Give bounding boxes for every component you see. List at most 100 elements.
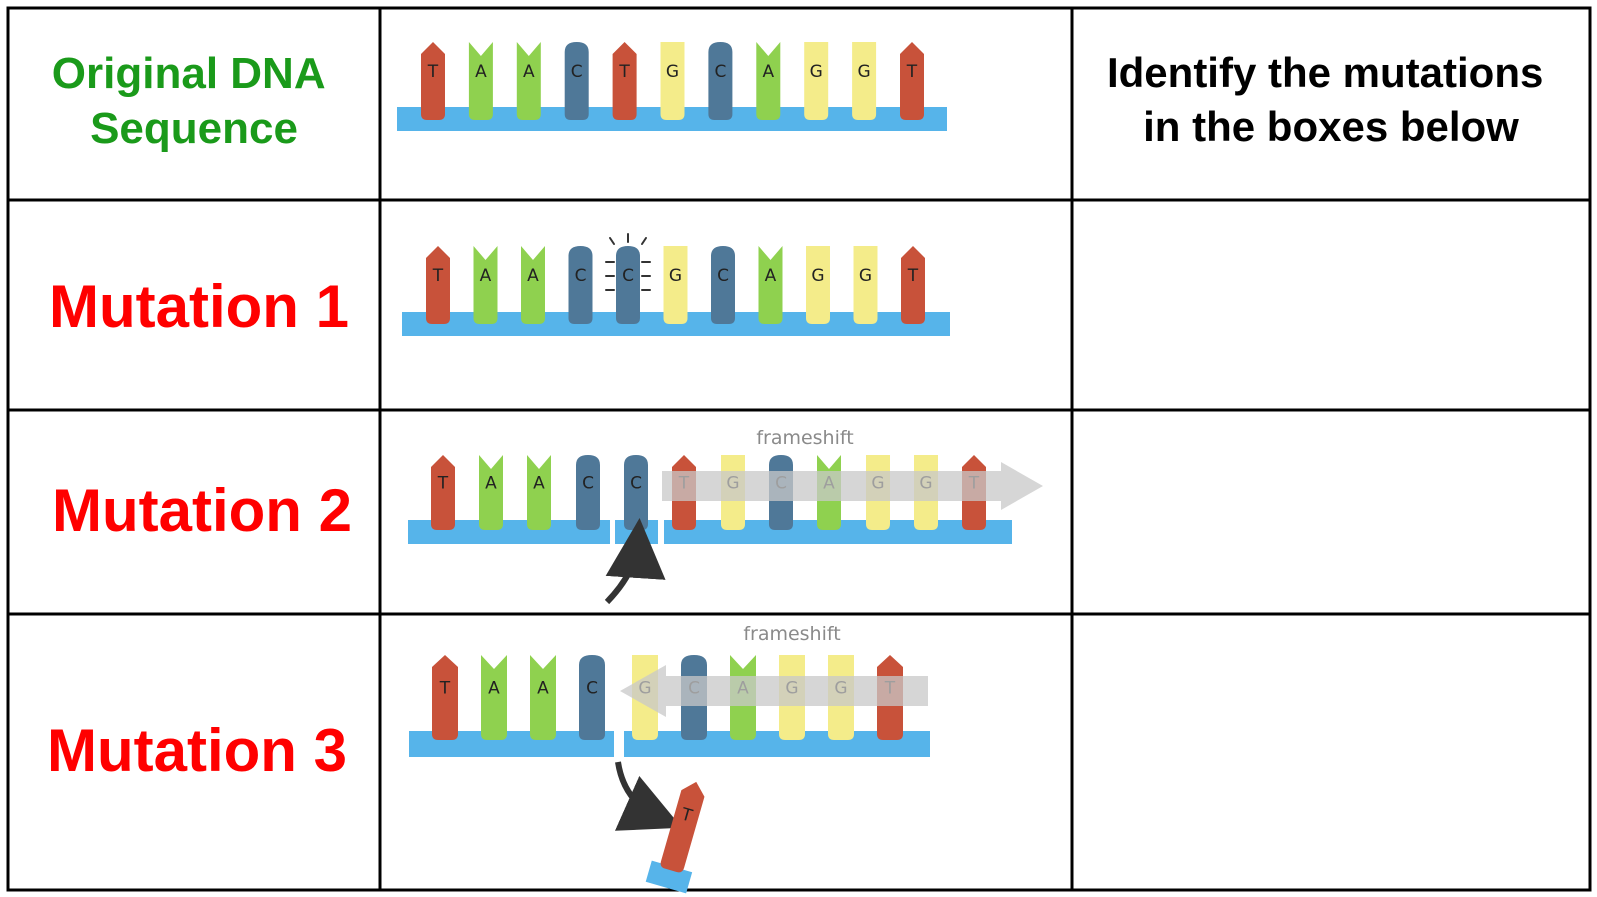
base-T-0: T — [426, 246, 450, 324]
base-letter: A — [475, 62, 487, 82]
base-letter: T — [439, 679, 451, 699]
nucleotide-shape — [758, 246, 783, 324]
nucleotide-shape — [576, 455, 600, 530]
header-label-line-2: Sequence — [90, 104, 298, 153]
nucleotide-shape — [479, 455, 503, 530]
nucleotide-shape — [481, 655, 507, 740]
base-A-2: A — [530, 655, 556, 740]
base-letter: C — [586, 679, 598, 699]
base-A-1: A — [481, 655, 507, 740]
deletion-arrow — [614, 761, 682, 831]
nucleotide-shape — [616, 246, 640, 324]
nucleotide-shape — [432, 655, 458, 740]
nucleotide-shape — [663, 246, 688, 324]
removed-backbone — [645, 860, 693, 894]
base-G-8: G — [806, 246, 830, 324]
base-C-3: C — [576, 455, 600, 530]
base-letter: C — [582, 474, 594, 494]
header-label: Original DNA Sequence — [52, 49, 336, 153]
header-label-line-1: Original DNA — [52, 49, 325, 98]
nucleotide-shape — [579, 655, 605, 740]
table-border — [6, 6, 1592, 892]
base-C-3: C — [564, 42, 589, 120]
base-letter: T — [907, 266, 919, 286]
nucleotide-shape — [521, 246, 545, 324]
base-letter: G — [669, 266, 682, 286]
substitution-highlight-icon — [605, 233, 651, 291]
nucleotide-shape — [624, 455, 648, 530]
mutation-2-label: Mutation 2 — [52, 477, 352, 544]
base-A-7: A — [758, 246, 783, 324]
nucleotide-shape — [568, 246, 593, 324]
base-letter: A — [488, 679, 500, 699]
base-T-10: T — [900, 42, 924, 120]
nucleotide-shape — [901, 246, 925, 324]
base-T-4: T — [612, 42, 637, 120]
base-T-0: T — [431, 455, 455, 530]
frameshift-label-mutation-3: frameshift — [743, 623, 840, 645]
base-C-3: C — [568, 246, 593, 324]
nucleotide-shape — [806, 246, 830, 324]
nucleotide-shape — [426, 246, 450, 324]
nucleotide-shape — [852, 42, 877, 120]
base-letter: T — [618, 62, 630, 82]
nucleotide-shape — [468, 42, 493, 120]
base-A-2: A — [521, 246, 545, 324]
base-letter: T — [432, 266, 444, 286]
base-C-3: C — [579, 655, 605, 740]
base-letter: A — [523, 62, 535, 82]
base-C-6: C — [708, 42, 733, 120]
insertion-arrow — [604, 518, 666, 605]
mutation-1-label: Mutation 1 — [49, 273, 349, 340]
base-letter: C — [714, 62, 726, 82]
base-T-10: T — [901, 246, 925, 324]
base-T-0: T — [432, 655, 458, 740]
base-letter: A — [533, 474, 545, 494]
nucleotide-shape — [804, 42, 829, 120]
nucleotide-shape — [516, 42, 541, 120]
nucleotide-shape — [660, 42, 685, 120]
base-G-9: G — [852, 42, 877, 120]
base-letter: G — [811, 266, 824, 286]
base-letter: A — [537, 679, 549, 699]
base-A-2: A — [527, 455, 551, 530]
base-letter: C — [575, 266, 587, 286]
base-A-1: A — [468, 42, 493, 120]
nucleotide-shape — [473, 246, 498, 324]
base-G-9: G — [853, 246, 878, 324]
nucleotide-shape — [853, 246, 878, 324]
base-G-5: G — [660, 42, 685, 120]
base-letter: C — [571, 62, 583, 82]
base-G-5: G — [663, 246, 688, 324]
base-letter: A — [480, 266, 492, 286]
nucleotide-shape — [431, 455, 455, 530]
base-letter: A — [762, 62, 774, 82]
nucleotide-shape — [421, 42, 445, 120]
nucleotide-shape — [564, 42, 589, 120]
nucleotide-shape — [711, 246, 735, 324]
base-letter: C — [717, 266, 729, 286]
frameshift-arrow-right — [662, 462, 1043, 510]
frameshift-label-mutation-2: frameshift — [756, 427, 853, 449]
base-A-1: A — [473, 246, 498, 324]
base-letter: C — [630, 474, 642, 494]
base-letter: G — [810, 62, 823, 82]
base-A-1: A — [479, 455, 503, 530]
base-letter: G — [859, 266, 872, 286]
dna-mutation-2: TAACCTGCAGGT — [408, 455, 1043, 605]
base-letter: T — [437, 474, 449, 494]
frameshift-arrow-left — [620, 665, 928, 717]
nucleotide-shape — [530, 655, 556, 740]
base-C-4: C — [624, 455, 648, 530]
nucleotide-shape — [708, 42, 733, 120]
nucleotide-shape — [527, 455, 551, 530]
nucleotide-shape — [900, 42, 924, 120]
nucleotide-shape — [756, 42, 781, 120]
base-T-0: T — [421, 42, 445, 120]
nucleotide-shape — [660, 781, 705, 873]
base-A-2: A — [516, 42, 541, 120]
